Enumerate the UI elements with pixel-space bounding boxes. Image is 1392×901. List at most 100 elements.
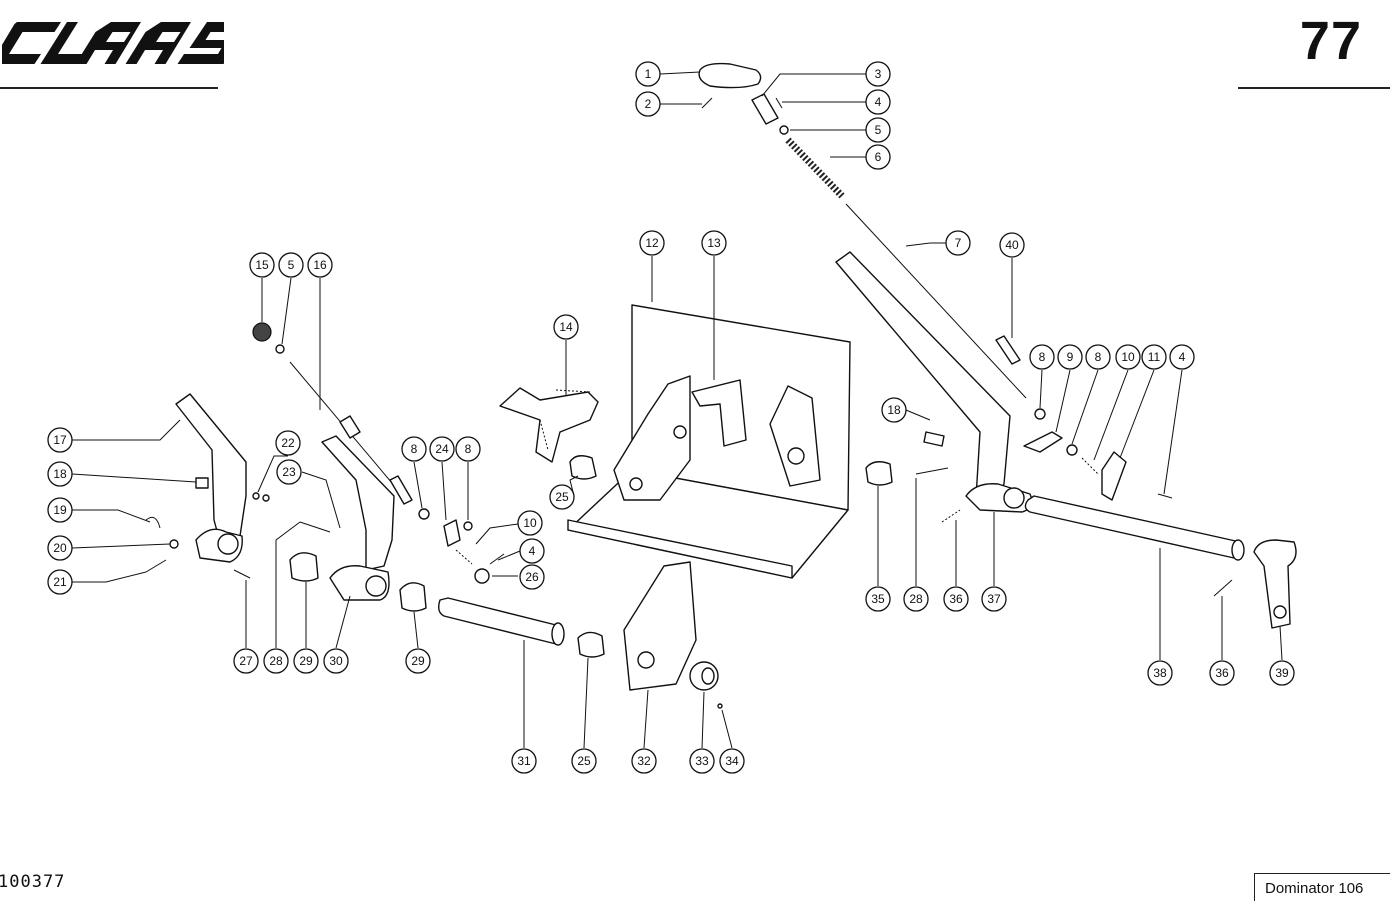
callout-8c: 8 — [401, 436, 427, 462]
svg-text:10: 10 — [523, 516, 537, 530]
callout-5: 5 — [865, 117, 891, 143]
callout-26: 26 — [519, 564, 545, 590]
leader-lines — [71, 71, 1283, 749]
svg-text:10: 10 — [1121, 350, 1135, 364]
claas-logo-mark — [0, 22, 250, 64]
svg-text:16: 16 — [313, 258, 327, 272]
svg-text:5: 5 — [288, 258, 295, 272]
svg-text:35: 35 — [871, 592, 885, 606]
svg-text:38: 38 — [1153, 666, 1167, 680]
svg-text:18: 18 — [53, 467, 67, 481]
callout-4c: 4 — [519, 538, 545, 564]
callout-29a: 29 — [293, 648, 319, 674]
svg-text:6: 6 — [875, 150, 882, 164]
svg-text:19: 19 — [53, 503, 67, 517]
callout-25b: 25 — [571, 748, 597, 774]
svg-text:17: 17 — [53, 433, 67, 447]
svg-text:13: 13 — [707, 236, 721, 250]
callout-4: 4 — [865, 89, 891, 115]
svg-text:36: 36 — [949, 592, 963, 606]
callout-25a: 25 — [549, 484, 575, 510]
svg-text:5: 5 — [875, 123, 882, 137]
callout-bubbles: 1 2 3 4 5 6 7 12 13 40 15 5 16 14 8 9 8 … — [47, 61, 1295, 774]
svg-text:3: 3 — [875, 67, 882, 81]
svg-text:30: 30 — [329, 654, 343, 668]
callout-34: 34 — [719, 748, 745, 774]
callout-35: 35 — [865, 586, 891, 612]
callout-14: 14 — [553, 314, 579, 340]
callout-38: 38 — [1147, 660, 1173, 686]
svg-text:21: 21 — [53, 575, 67, 589]
svg-text:36: 36 — [1215, 666, 1229, 680]
page-number: 77 — [1299, 11, 1362, 71]
callout-40: 40 — [999, 232, 1025, 258]
svg-text:14: 14 — [559, 320, 573, 334]
svg-text:40: 40 — [1005, 238, 1019, 252]
svg-text:25: 25 — [577, 754, 591, 768]
callout-22: 22 — [275, 430, 301, 456]
svg-text:34: 34 — [725, 754, 739, 768]
callout-1: 1 — [635, 61, 661, 87]
svg-text:28: 28 — [909, 592, 923, 606]
svg-text:29: 29 — [299, 654, 313, 668]
svg-text:12: 12 — [645, 236, 659, 250]
svg-text:32: 32 — [637, 754, 651, 768]
callout-23: 23 — [276, 459, 302, 485]
callout-8b: 8 — [1085, 344, 1111, 370]
drawing-number: 100377 — [0, 872, 66, 892]
svg-text:8: 8 — [1039, 350, 1046, 364]
callout-33: 33 — [689, 748, 715, 774]
callout-16: 16 — [307, 252, 333, 278]
callout-20: 20 — [47, 535, 73, 561]
callout-19: 19 — [47, 497, 73, 523]
callout-36b: 36 — [1209, 660, 1235, 686]
svg-text:2: 2 — [645, 97, 652, 111]
callout-12: 12 — [639, 230, 665, 256]
callout-4b: 4 — [1169, 344, 1195, 370]
svg-text:25: 25 — [555, 490, 569, 504]
callout-9: 9 — [1057, 344, 1083, 370]
svg-text:9: 9 — [1067, 350, 1074, 364]
callout-29b: 29 — [405, 648, 431, 674]
svg-text:11: 11 — [1148, 350, 1161, 364]
callout-10b: 10 — [517, 510, 543, 536]
callout-13: 13 — [701, 230, 727, 256]
callout-32: 32 — [631, 748, 657, 774]
svg-text:39: 39 — [1275, 666, 1289, 680]
callout-10a: 10 — [1115, 344, 1141, 370]
svg-text:8: 8 — [411, 442, 418, 456]
callout-18b: 18 — [881, 397, 907, 423]
callout-8d: 8 — [455, 436, 481, 462]
part-drawings — [145, 62, 1297, 709]
callout-2: 2 — [635, 91, 661, 117]
claas-logo — [0, 18, 250, 68]
callout-17: 17 — [47, 427, 73, 453]
callout-37: 37 — [981, 586, 1007, 612]
callout-36a: 36 — [943, 586, 969, 612]
svg-text:4: 4 — [529, 544, 536, 558]
header-rule-right — [1238, 87, 1390, 89]
callout-21: 21 — [47, 569, 73, 595]
callout-24: 24 — [429, 436, 455, 462]
model-name: Dominator 106 — [1265, 880, 1364, 897]
svg-text:24: 24 — [435, 442, 449, 456]
svg-text:31: 31 — [517, 754, 531, 768]
svg-text:8: 8 — [1095, 350, 1102, 364]
callout-28b: 28 — [903, 586, 929, 612]
svg-text:26: 26 — [525, 570, 539, 584]
svg-text:29: 29 — [411, 654, 425, 668]
svg-text:7: 7 — [955, 236, 962, 250]
callout-15: 15 — [249, 252, 275, 278]
model-frame — [1254, 873, 1390, 901]
svg-text:27: 27 — [239, 654, 253, 668]
header-rule-left — [0, 87, 218, 89]
svg-text:23: 23 — [282, 465, 296, 479]
callout-7: 7 — [945, 230, 971, 256]
callout-5b: 5 — [278, 252, 304, 278]
callout-31: 31 — [511, 748, 537, 774]
svg-text:22: 22 — [281, 436, 295, 450]
callout-18a: 18 — [47, 461, 73, 487]
svg-text:15: 15 — [255, 258, 269, 272]
svg-text:37: 37 — [987, 592, 1001, 606]
